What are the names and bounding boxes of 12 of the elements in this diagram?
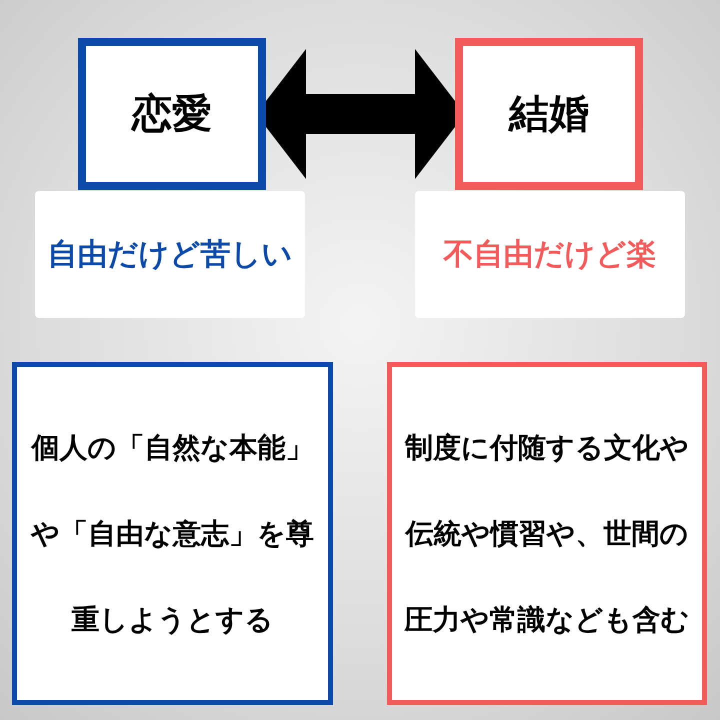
box-text: 結婚 xyxy=(509,90,589,138)
description-box xyxy=(387,362,707,705)
title-box xyxy=(455,38,643,190)
description-box xyxy=(12,362,333,705)
box-text: 不自由だけど楽 xyxy=(444,236,656,272)
subtitle-box xyxy=(35,191,305,318)
box-text: 自由だけど苦しい xyxy=(48,236,292,272)
box-text: 制度に付随する文化や伝統や慣習や、世間の圧力や常識なども含む xyxy=(403,430,690,638)
title-box xyxy=(78,38,266,190)
box-text: 恋愛 xyxy=(132,90,212,138)
subtitle-box xyxy=(415,191,685,318)
box-text: 個人の「自然な本能」や「自由な意志」を尊重しようとする xyxy=(30,430,315,638)
